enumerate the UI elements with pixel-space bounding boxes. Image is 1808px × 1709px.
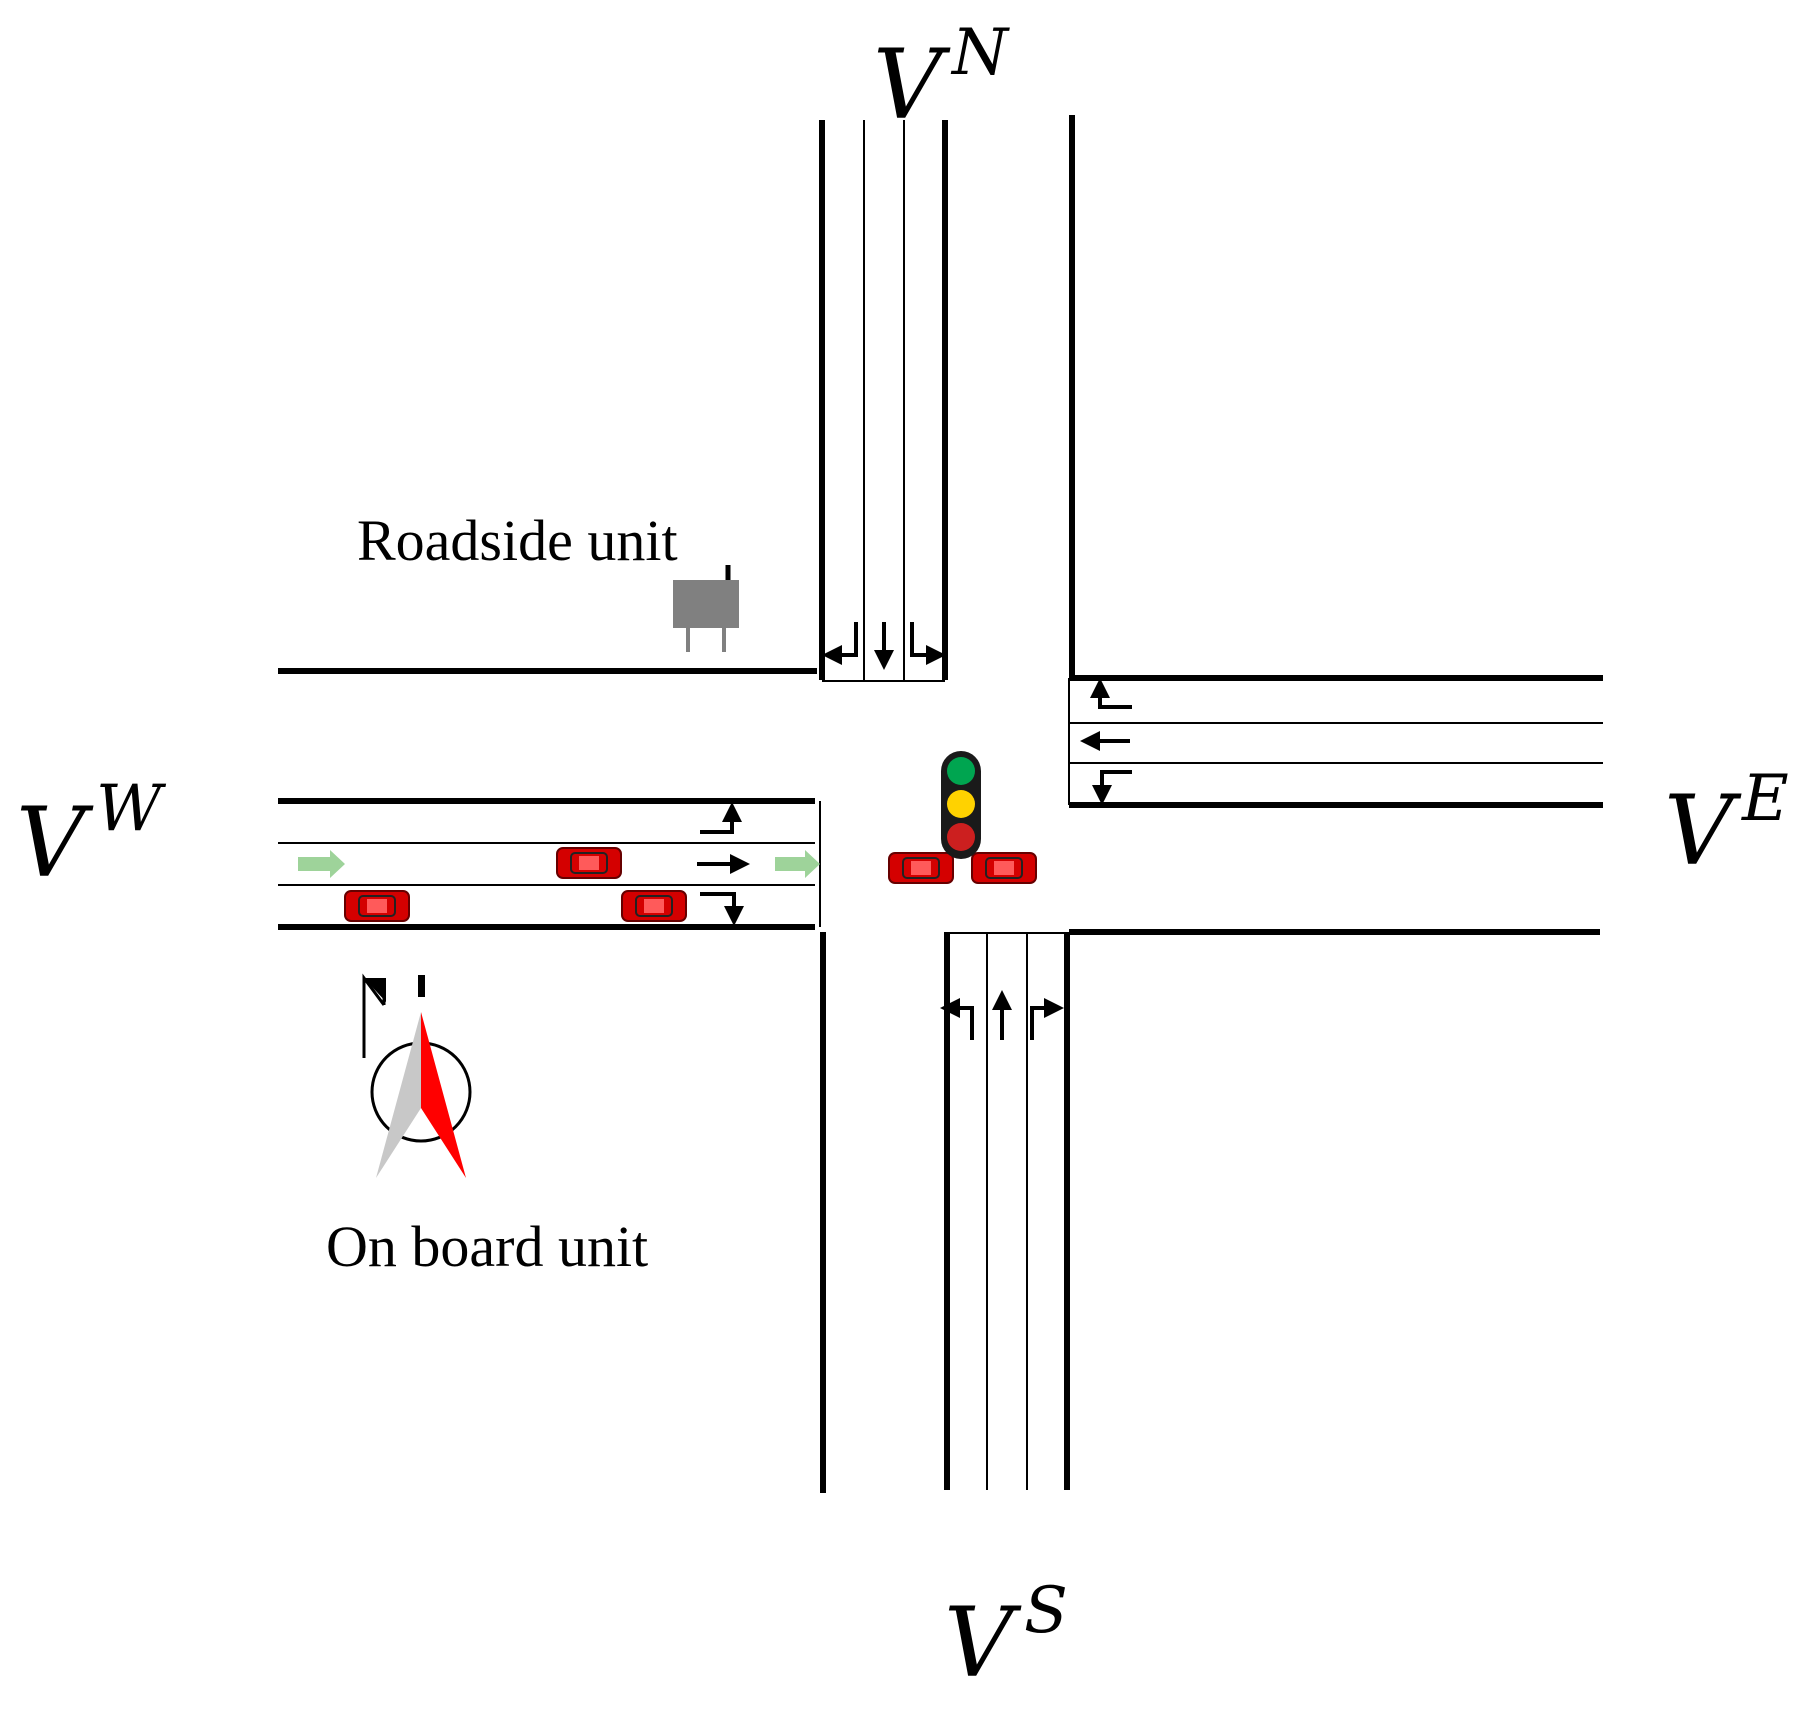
vehicles [344,847,1037,922]
east-road [1068,675,1603,935]
traffic-light-yellow-lamp [947,790,975,818]
on-board-unit-label: On board unit [326,1214,648,1279]
north-left-turn-arrow [910,622,946,665]
flow-arrow-icon [298,850,345,878]
west-label-sup: W [96,772,167,846]
car-icon [971,852,1037,884]
traffic-light-red-lamp [947,823,975,851]
compass-icon [362,973,472,1178]
north-right-turn-arrow [822,622,858,665]
south-right-turn-arrow [1030,998,1064,1040]
traffic-light-icon [941,751,981,859]
west-label-base: V [16,787,94,899]
car-icon [556,847,622,879]
traffic-light-green-lamp [947,757,975,785]
compass-needle-red [421,1012,466,1178]
north-label-base: V [873,29,951,141]
road-lines [278,115,1603,1493]
roadside-unit-box [673,580,739,628]
compass-north-tick [418,975,425,997]
south-label-base: V [944,1587,1022,1699]
east-label-base: V [1664,775,1742,887]
north-label-sup: N [950,16,1010,90]
west-right-turn-arrow [700,892,744,926]
south-left-turn-arrow [940,998,974,1040]
flow-arrow-icon [775,850,820,878]
compass-north-flag [364,978,386,1002]
east-left-turn-arrow [1092,770,1132,805]
east-right-turn-arrow [1090,678,1132,709]
car-icon [344,890,410,922]
east-label-sup: E [1741,762,1789,836]
direction-label-north: V N [873,16,1010,141]
direction-label-west: V W [16,772,167,899]
direction-label-south: V S [944,1574,1068,1699]
car-icon [888,852,954,884]
car-icon [621,890,687,922]
north-road [819,115,1075,682]
compass-needle-gray [376,1012,421,1178]
south-road [820,932,1070,1493]
roadside-unit-icon [673,565,739,652]
west-left-turn-arrow [700,802,742,834]
west-road [278,668,821,930]
roadside-unit-label: Roadside unit [357,508,678,573]
south-label-sup: S [1024,1574,1068,1648]
flow-arrows [298,850,820,878]
lane-arrows [697,622,1132,1040]
direction-label-east: V E [1664,762,1789,887]
